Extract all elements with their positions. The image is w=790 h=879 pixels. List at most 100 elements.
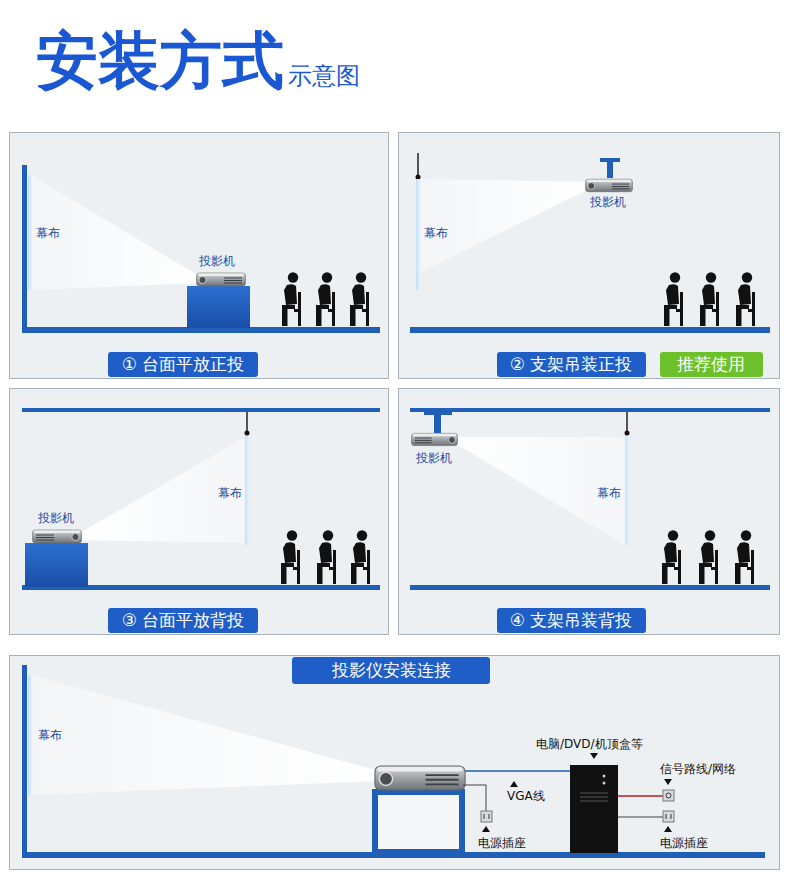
screen-rod (626, 412, 628, 433)
panel (399, 389, 780, 635)
person (282, 272, 301, 326)
panel (10, 389, 389, 635)
title-suffix: 示意图 (288, 62, 360, 91)
screen-rod (246, 412, 248, 433)
person (317, 530, 336, 584)
screen (28, 175, 32, 290)
wall (22, 665, 27, 858)
network-outlet (663, 790, 674, 801)
power-cable (463, 785, 486, 811)
part-label: 电源插座 (478, 836, 526, 850)
page-title: 安装方式 (36, 30, 284, 92)
caption-text: 推荐使用 (669, 353, 753, 376)
screen-rod (417, 153, 419, 177)
projector (197, 273, 246, 286)
panel (10, 656, 780, 870)
projector (33, 530, 82, 543)
pointer-arrow (482, 826, 490, 832)
signal-cable (618, 795, 663, 797)
part-label: 电脑/DVD/机顶盒等 (536, 737, 643, 751)
pointer-arrow (590, 753, 598, 759)
power-outlet (666, 814, 671, 819)
computer-vent (580, 793, 608, 801)
power-cable (618, 817, 663, 818)
mount (607, 160, 613, 178)
ceiling (22, 408, 380, 412)
computer (570, 765, 618, 853)
power-outlet (484, 814, 489, 819)
part-label: 幕布 (597, 486, 621, 500)
person (351, 530, 370, 584)
caption-bar: ① 台面平放正投 (108, 352, 258, 377)
screen-hook (625, 431, 630, 436)
person (700, 272, 719, 326)
part-label: 电源插座 (660, 836, 708, 850)
person (736, 272, 755, 326)
person (699, 530, 718, 584)
caption-text: ③ 台面平放背投 (114, 609, 253, 632)
scene-rear-ceiling (410, 408, 770, 590)
projector (375, 766, 465, 790)
table (375, 792, 462, 852)
power-outlet (481, 811, 492, 822)
part-label: 投影机 (38, 511, 74, 525)
badge: 推荐使用 (660, 352, 763, 377)
panel (10, 133, 389, 379)
part-label: VGA线 (507, 789, 545, 803)
light-beam (421, 179, 589, 272)
panel (399, 133, 780, 379)
screen (245, 436, 249, 545)
scene-front-table (22, 165, 380, 333)
mount (600, 158, 620, 162)
light-beam (31, 675, 379, 795)
floor (410, 327, 770, 333)
pointer-arrow (664, 779, 672, 785)
caption-text: ④ 支架吊装背投 (502, 609, 641, 632)
wall (22, 165, 27, 333)
caption-bar: ③ 台面平放背投 (108, 608, 258, 633)
screen (28, 675, 32, 795)
caption-text: ② 支架吊装正投 (502, 353, 641, 376)
projector (411, 433, 457, 445)
part-label: 信号路线/网络 (660, 762, 736, 776)
person (350, 272, 369, 326)
vga-cable (465, 770, 570, 772)
person (662, 530, 681, 584)
screen-hook (245, 431, 250, 436)
person (316, 272, 335, 326)
person (664, 272, 683, 326)
mount (434, 412, 441, 433)
screen-hook (416, 175, 421, 180)
projector (585, 179, 632, 191)
ceiling (410, 408, 770, 412)
light-beam (456, 437, 625, 545)
table (25, 543, 88, 587)
computer-led (603, 782, 606, 785)
power-outlet (663, 811, 674, 822)
pointer-arrow (510, 781, 518, 787)
caption-text: ① 台面平放正投 (114, 353, 253, 376)
scene-rear-table (22, 408, 380, 590)
scene-front-ceiling (410, 153, 770, 333)
part-label: 幕布 (36, 226, 60, 240)
caption-bar: ④ 支架吊装背投 (497, 608, 646, 633)
computer-led (603, 775, 606, 778)
floor (410, 585, 770, 590)
pointer-arrow (664, 826, 672, 832)
part-label: 幕布 (218, 486, 242, 500)
part-label: 幕布 (38, 728, 62, 742)
caption-bar: 投影仪安装连接 (292, 657, 490, 684)
caption-text: 投影仪安装连接 (324, 659, 459, 682)
light-beam (80, 437, 245, 543)
part-label: 投影机 (199, 254, 235, 268)
screen (416, 179, 420, 290)
person (281, 530, 300, 584)
part-label: 幕布 (424, 226, 448, 240)
part-label: 投影机 (416, 451, 452, 465)
person (735, 530, 754, 584)
caption-bar: ② 支架吊装正投 (497, 352, 646, 377)
light-beam (31, 175, 199, 290)
panel (10, 133, 780, 870)
